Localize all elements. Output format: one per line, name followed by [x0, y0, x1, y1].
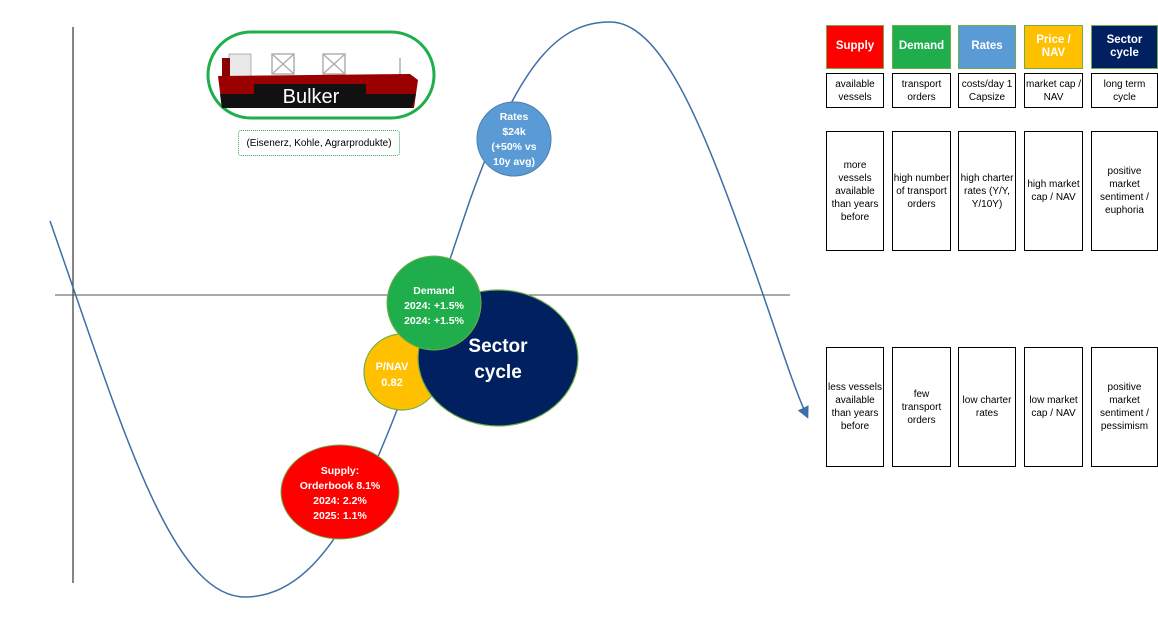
legend-definition-supply: available vessels — [826, 73, 884, 108]
legend-definition-sector-cycle: long term cycle — [1091, 73, 1158, 108]
legend-header-demand: Demand — [892, 25, 951, 69]
legend-high-supply: more vessels available than years before — [826, 131, 884, 251]
legend-low-price-nav: low market cap / NAV — [1024, 347, 1083, 467]
legend-definition-demand: transport orders — [892, 73, 951, 108]
svg-text:Supply:Orderbook 8.1%2024: 2.2: Supply:Orderbook 8.1%2024: 2.2%2025: 1.1… — [300, 465, 381, 522]
legend-low-sector-cycle: positive market sentiment / pessimism — [1091, 347, 1158, 467]
legend-low-demand: few transport orders — [892, 347, 951, 467]
bulker-label: Bulker — [283, 86, 340, 108]
legend-low-supply: less vessels available than years before — [826, 347, 884, 467]
cycle-curve — [49, 21, 809, 598]
ship-icon — [218, 53, 418, 108]
legend-high-price-nav: high market cap / NAV — [1024, 131, 1083, 251]
legend-high-sector-cycle: positive market sentiment / euphoria — [1091, 131, 1158, 251]
bulker-card: Bulker — [206, 30, 436, 120]
legend-low-rates: low charter rates — [958, 347, 1016, 467]
legend-header-price-nav: Price / NAV — [1024, 25, 1083, 69]
cargo-subtitle: (Eisenerz, Kohle, Agrarprodukte) — [238, 130, 400, 156]
legend-high-demand: high number of transport orders — [892, 131, 951, 251]
supply-bubble: Supply:Orderbook 8.1%2024: 2.2%2025: 1.1… — [280, 444, 400, 540]
legend-header-sector-cycle: Sector cycle — [1091, 25, 1158, 69]
legend-header-rates: Rates — [958, 25, 1016, 69]
legend-high-rates: high charter rates (Y/Y, Y/10Y) — [958, 131, 1016, 251]
legend-header-supply: Supply — [826, 25, 884, 69]
legend-definition-price-nav: market cap / NAV — [1024, 73, 1083, 108]
legend-definition-rates: costs/day 1 Capsize — [958, 73, 1016, 108]
